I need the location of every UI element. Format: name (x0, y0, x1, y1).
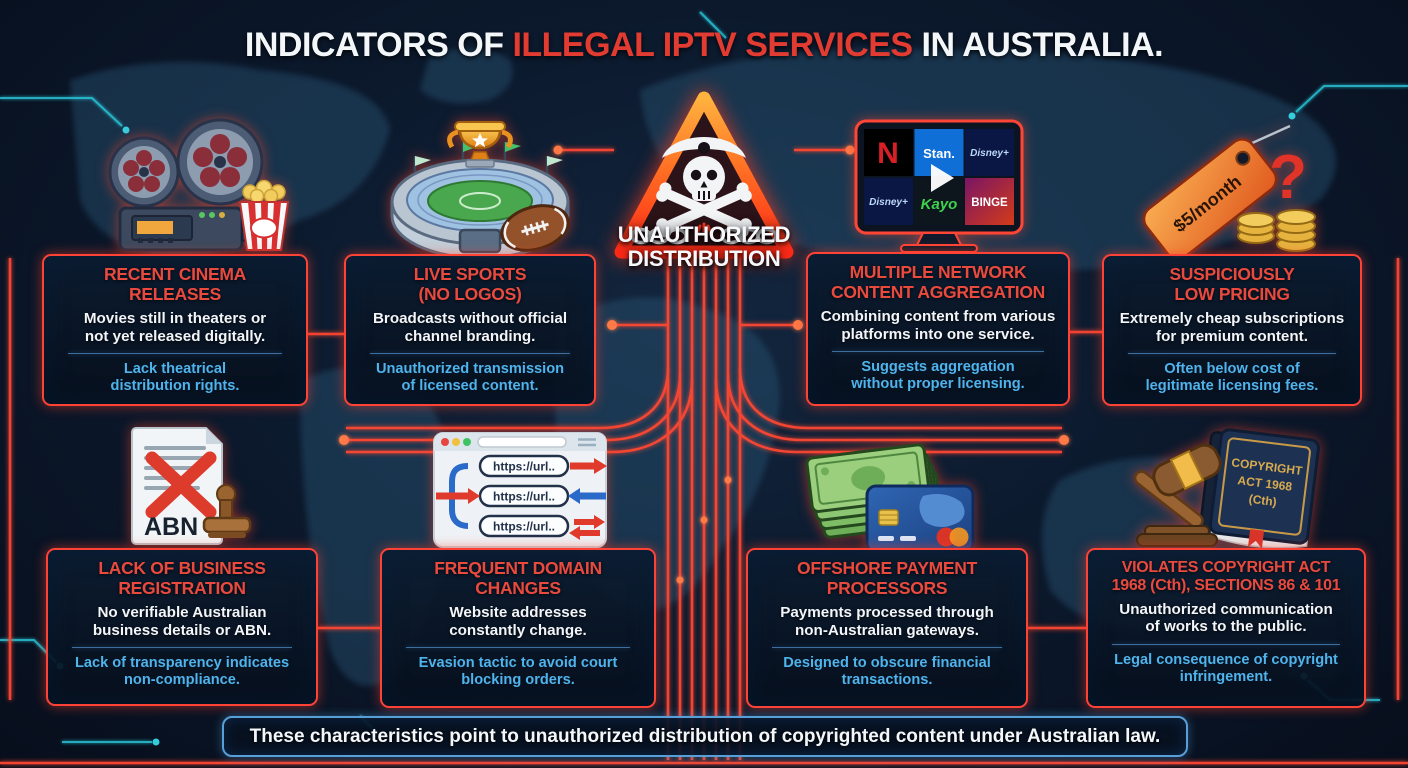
card-title: SUSPICIOUSLY LOW PRICING (1169, 264, 1295, 304)
card-note: Designed to obscure financial transactio… (783, 655, 991, 689)
price-tag-coins-icon: $5/month ? (1142, 124, 1316, 258)
credit-card-icon (865, 484, 975, 554)
browser-urls-icon: https://url.. https://url.. https://url.… (433, 432, 607, 548)
card-body: Website addresses constantly change. (449, 604, 587, 639)
chain-break-spark-icon (695, 222, 713, 236)
card-title: MULTIPLE NETWORK CONTENT AGGREGATION (830, 262, 1046, 302)
rubber-stamp-icon (202, 484, 252, 538)
card-lack-of-business-registration: LACK OF BUSINESS REGISTRATION No verifia… (46, 548, 318, 706)
card-note: Lack theatrical distribution rights. (110, 361, 240, 395)
card-body: Movies still in theaters or not yet rele… (83, 310, 267, 345)
url-text-2: https://url.. (493, 490, 555, 504)
card-note: Evasion tactic to avoid court blocking o… (418, 655, 618, 689)
card-title: RECENT CINEMA RELEASES (104, 264, 246, 304)
card-recent-cinema-releases: RECENT CINEMA RELEASES Movies still in t… (42, 254, 308, 406)
card-body: Extremely cheap subscriptions for premiu… (1119, 310, 1345, 345)
card-divider (72, 647, 292, 649)
warning-triangle-icon (614, 91, 794, 259)
url-text-3: https://url.. (493, 520, 555, 534)
abn-document-stamp-icon: ABN (131, 427, 252, 545)
card-body: Payments processed through non-Australia… (780, 604, 994, 639)
gavel-icon (1133, 443, 1222, 547)
card-divider (1128, 353, 1336, 355)
gavel-law-book-icon: COPYRIGHT ACT 1968 (Cth) (1133, 428, 1321, 549)
card-title: LACK OF BUSINESS REGISTRATION (98, 558, 266, 598)
conclusion-banner-text: These characteristics point to unauthori… (249, 725, 1161, 747)
card-note: Lack of transparency indicates non-compl… (74, 655, 290, 689)
card-title: VIOLATES COPYRIGHT ACT 1968 (Cth), SECTI… (1111, 559, 1341, 594)
pirate-skull-icon (656, 137, 752, 238)
card-live-sports: LIVE SPORTS (NO LOGOS) Broadcasts withou… (344, 254, 596, 406)
netflix-logo-text: N (877, 137, 899, 170)
red-arrow-right-icon (570, 458, 607, 474)
card-offshore-payment-processors: OFFSHORE PAYMENT PROCESSORS Payments pro… (746, 548, 1028, 708)
streaming-tv-icon: N Stan. Disney+ Disney+ Kayo BINGE (854, 119, 1024, 253)
blue-arrow-left-icon (568, 488, 606, 504)
abn-text: ABN (144, 513, 198, 541)
title-part1: INDICATORS OF (244, 26, 513, 64)
url-text-1: https://url.. (493, 460, 555, 474)
page-title: INDICATORS OF ILLEGAL IPTV SERVICES IN A… (0, 26, 1408, 65)
disney-plus-logo-text-2: Disney+ (869, 197, 908, 208)
red-x-icon (145, 451, 217, 519)
card-frequent-domain-changes: FREQUENT DOMAIN CHANGES Website addresse… (380, 548, 656, 708)
cash-credit-card-icon (805, 443, 975, 554)
book-title-line3: (Cth) (1248, 492, 1277, 509)
card-title: OFFSHORE PAYMENT PROCESSORS (797, 558, 977, 598)
copyright-act-book-icon: COPYRIGHT ACT 1968 (Cth) (1198, 428, 1321, 549)
card-title: LIVE SPORTS (NO LOGOS) (413, 264, 527, 304)
film-projector-popcorn-icon (108, 118, 290, 252)
red-trace-bus (0, 148, 1408, 765)
card-divider (370, 353, 570, 355)
play-icon (931, 164, 954, 192)
title-highlight: ILLEGAL IPTV SERVICES (512, 26, 913, 64)
book-title-line2: ACT 1968 (1237, 473, 1293, 494)
card-suspiciously-low-pricing: SUSPICIOUSLY LOW PRICING Extremely cheap… (1102, 254, 1362, 406)
card-note: Suggests aggregation without proper lice… (851, 359, 1025, 393)
card-body: No verifiable Australian business detail… (92, 604, 272, 639)
card-multiple-network-aggregation: MULTIPLE NETWORK CONTENT AGGREGATION Com… (806, 252, 1070, 406)
stadium-trophy-football-icon (390, 121, 570, 258)
stan-logo-text: Stan. (923, 146, 955, 161)
red-double-arrow-icon (569, 515, 605, 540)
red-trace-dots (339, 145, 1069, 584)
card-body: Broadcasts without official channel bran… (372, 310, 568, 345)
coin-stack-tall (1276, 209, 1316, 252)
title-part2: IN AUSTRALIA. (912, 26, 1164, 64)
card-body: Unauthorized communication of works to t… (1119, 600, 1333, 636)
card-divider (1112, 644, 1340, 646)
card-divider (406, 647, 630, 649)
card-violates-copyright-act: VIOLATES COPYRIGHT ACT 1968 (Cth), SECTI… (1086, 548, 1366, 708)
broken-chain-icon (630, 227, 778, 245)
red-arrow-in-icon (436, 488, 480, 504)
card-body: Combining content from various platforms… (820, 308, 1056, 343)
card-title: FREQUENT DOMAIN CHANGES (434, 558, 602, 598)
kayo-logo-text: Kayo (921, 196, 958, 213)
binge-logo-text: BINGE (971, 197, 1008, 209)
coin-stack-small (1237, 212, 1275, 244)
card-note: Legal consequence of copyright infringem… (1114, 652, 1338, 685)
card-divider (832, 351, 1044, 353)
card-note: Unauthorized transmission of licensed co… (375, 361, 565, 395)
question-mark-text: ? (1269, 143, 1307, 212)
card-divider (68, 353, 282, 355)
card-divider (772, 647, 1002, 649)
disney-plus-logo-text: Disney+ (970, 148, 1009, 159)
conclusion-banner: These characteristics point to unauthori… (222, 716, 1188, 757)
card-note: Often below cost of legitimate licensing… (1145, 361, 1319, 395)
unauthorized-distribution-label: UNAUTHORIZED DISTRIBUTION (617, 222, 791, 272)
